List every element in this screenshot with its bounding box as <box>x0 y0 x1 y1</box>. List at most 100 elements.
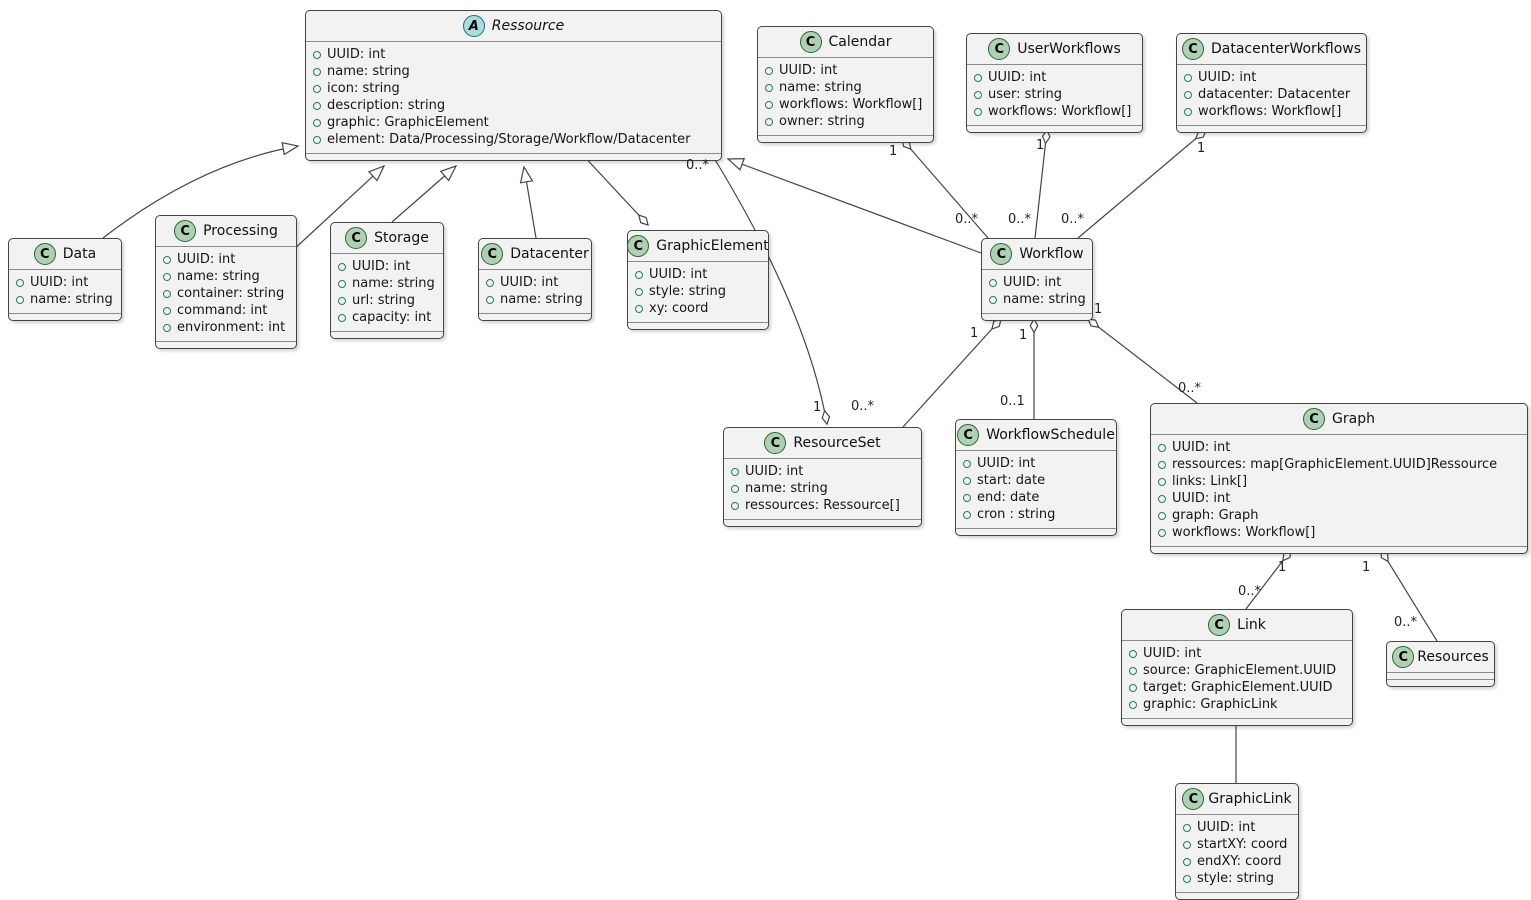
class-name: Storage <box>374 230 429 246</box>
field-visibility-icon <box>635 304 643 313</box>
field-visibility-icon <box>163 306 171 315</box>
class-icon: C <box>1208 614 1231 636</box>
class-processing: C Processing UUID: int name: string cont… <box>155 215 297 349</box>
class-icon: C <box>1392 646 1415 668</box>
attributes-compartment: UUID: int style: string xy: coord <box>628 262 768 322</box>
attribute: UUID: int <box>9 274 121 291</box>
attribute: UUID: int <box>1176 819 1298 836</box>
multiplicity-label: 0..* <box>1008 212 1032 227</box>
class-name: Calendar <box>828 34 892 50</box>
class-icon: C <box>174 220 197 242</box>
attribute: workflows: Workflow[] <box>1151 524 1527 541</box>
attribute: graphic: GraphicLink <box>1122 696 1352 713</box>
methods-compartment <box>1151 546 1527 553</box>
attribute-text: UUID: int <box>177 252 236 267</box>
field-visibility-icon <box>974 90 982 99</box>
attribute-text: owner: string <box>779 114 865 129</box>
class-link: C Link UUID: int source: GraphicElement.… <box>1121 609 1353 726</box>
field-visibility-icon <box>1183 857 1191 866</box>
field-visibility-icon <box>974 73 982 82</box>
attribute: style: string <box>1176 870 1298 887</box>
methods-compartment <box>1387 679 1494 686</box>
attribute: UUID: int <box>306 46 721 63</box>
class-graph: C Graph UUID: int ressources: map[Graphi… <box>1150 403 1528 554</box>
attribute-text: UUID: int <box>1172 491 1231 506</box>
attribute-text: name: string <box>500 292 583 307</box>
attribute-text: url: string <box>352 293 416 308</box>
field-visibility-icon <box>313 118 321 127</box>
attribute-text: ressources: Ressource[] <box>745 498 900 513</box>
multiplicity-label: 0..1 <box>1000 394 1025 409</box>
multiplicity-label: 1 <box>1197 141 1206 156</box>
class-header: C WorkflowSchedule <box>956 420 1116 451</box>
attribute: workflows: Workflow[] <box>1177 103 1366 120</box>
field-visibility-icon <box>1184 90 1192 99</box>
field-visibility-icon <box>313 67 321 76</box>
attribute-text: UUID: int <box>30 275 89 290</box>
field-visibility-icon <box>765 100 773 109</box>
field-visibility-icon <box>16 278 24 287</box>
multiplicity-label: 0..* <box>1394 615 1418 630</box>
class-header: C Data <box>9 239 121 270</box>
class-name: Ressource <box>491 18 565 34</box>
field-visibility-icon <box>16 295 24 304</box>
attribute-text: UUID: int <box>977 456 1036 471</box>
class-header: C UserWorkflows <box>967 34 1142 65</box>
abstract-class-icon: A <box>462 15 485 37</box>
attribute: url: string <box>331 292 443 309</box>
attribute: capacity: int <box>331 309 443 326</box>
field-visibility-icon <box>765 117 773 126</box>
class-header: C Resources <box>1387 642 1494 673</box>
methods-compartment <box>1176 892 1298 899</box>
attribute-text: workflows: Workflow[] <box>1198 104 1342 119</box>
attributes-compartment: UUID: int ressources: map[GraphicElement… <box>1151 435 1527 546</box>
multiplicity-label: 1 <box>813 400 822 415</box>
attributes-compartment: UUID: int name: string <box>479 270 591 313</box>
multiplicity-label: 1 <box>1362 560 1371 575</box>
class-data: C Data UUID: int name: string <box>8 238 122 321</box>
class-calendar: C Calendar UUID: int name: string workfl… <box>757 26 934 143</box>
field-visibility-icon <box>338 262 346 271</box>
class-name: Graph <box>1332 411 1375 427</box>
class-header: C Datacenter <box>479 239 591 270</box>
methods-compartment <box>306 153 721 160</box>
field-visibility-icon <box>1183 874 1191 883</box>
field-visibility-icon <box>1129 700 1137 709</box>
attributes-compartment: UUID: int startXY: coord endXY: coord st… <box>1176 815 1298 892</box>
multiplicity-label: 0..* <box>1061 212 1085 227</box>
class-name: Resources <box>1417 649 1489 665</box>
field-visibility-icon <box>731 501 739 510</box>
edge-datacenter-to-ressource <box>519 165 537 239</box>
attribute: workflows: Workflow[] <box>758 96 933 113</box>
class-header: C DatacenterWorkflows <box>1177 34 1366 65</box>
multiplicity-label: 1 <box>1278 560 1287 575</box>
attribute: startXY: coord <box>1176 836 1298 853</box>
attribute-text: target: GraphicElement.UUID <box>1143 680 1333 695</box>
attribute: UUID: int <box>1177 69 1366 86</box>
field-visibility-icon <box>765 83 773 92</box>
attribute: element: Data/Processing/Storage/Workflo… <box>306 131 721 148</box>
attribute: description: string <box>306 97 721 114</box>
field-visibility-icon <box>313 101 321 110</box>
attribute-text: xy: coord <box>649 301 709 316</box>
field-visibility-icon <box>731 484 739 493</box>
attribute: ressources: map[GraphicElement.UUID]Ress… <box>1151 456 1527 473</box>
class-workflowschedule: C WorkflowSchedule UUID: int start: date… <box>955 419 1117 536</box>
attribute: name: string <box>724 480 921 497</box>
attribute: xy: coord <box>628 300 768 317</box>
methods-compartment <box>956 528 1116 535</box>
multiplicity-label: 0..* <box>955 212 979 227</box>
class-name: GraphicLink <box>1208 791 1292 807</box>
methods-compartment <box>156 341 296 348</box>
field-visibility-icon <box>163 272 171 281</box>
field-visibility-icon <box>963 493 971 502</box>
attribute-text: end: date <box>977 490 1040 505</box>
field-visibility-icon <box>1184 107 1192 116</box>
field-visibility-icon <box>338 296 346 305</box>
attributes-compartment: UUID: int source: GraphicElement.UUID ta… <box>1122 641 1352 718</box>
class-userworkflows: C UserWorkflows UUID: int user: string w… <box>966 33 1143 133</box>
attributes-compartment: UUID: int name: string icon: string desc… <box>306 42 721 153</box>
attribute-text: UUID: int <box>1143 646 1202 661</box>
field-visibility-icon <box>1158 443 1166 452</box>
methods-compartment <box>758 135 933 142</box>
